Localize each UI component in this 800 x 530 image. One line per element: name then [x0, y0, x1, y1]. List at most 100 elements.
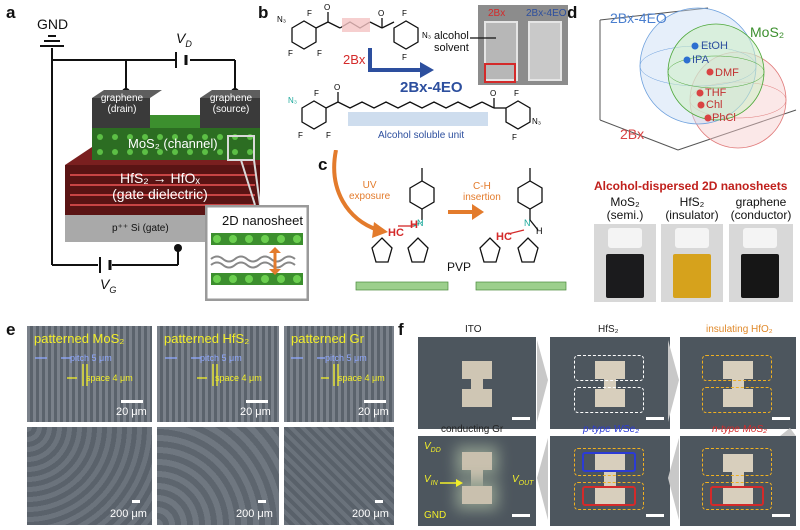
dispersion-vial-hfs2	[661, 224, 723, 302]
large-area-micrograph-gr	[284, 427, 394, 525]
svg-text:F: F	[307, 9, 312, 18]
alcohol-solvent-label: alcohol solvent	[434, 30, 469, 54]
ch-label-line1: C-H	[473, 181, 491, 192]
nanosheet-label: 2D nanosheet	[222, 213, 303, 228]
dispersion-vial-mos2	[594, 224, 656, 302]
micrograph-label: patterned HfS₂	[164, 331, 250, 346]
vial-label-2bx: 2Bx	[488, 8, 506, 19]
dispersion-vial-graphene	[729, 224, 793, 302]
electrode-pattern	[723, 389, 753, 407]
svg-text:O: O	[334, 83, 340, 92]
electrode-pattern	[595, 454, 625, 472]
dashed-region	[702, 387, 772, 413]
solvent-label-thf: THF	[705, 87, 727, 99]
fab-label-ito: ITO	[465, 324, 482, 335]
space-label: space 4 μm	[215, 373, 262, 383]
large-area-micrograph-mos2	[27, 427, 152, 525]
scale-bar	[132, 500, 140, 503]
fab-step-p-type-wse2	[550, 436, 670, 526]
vg-label: VG	[100, 276, 116, 295]
electrode-pattern	[462, 452, 492, 470]
gate-label: p⁺⁺ Si (gate)	[112, 223, 169, 234]
svg-text:F: F	[512, 133, 517, 142]
fab-label-hfs2: HfS₂	[598, 324, 619, 335]
gnd-label-f: GND	[424, 510, 447, 521]
pitch-label: pitch 5 μm	[200, 353, 242, 363]
electrode-pattern	[462, 389, 492, 407]
dashed-region	[574, 448, 644, 476]
sphere-label-2bx-4eo: 2Bx-4EO	[610, 10, 667, 26]
source-label-line2: (source)	[212, 104, 250, 115]
alcohol-solvent-line2: solvent	[434, 42, 469, 54]
scale-bar-label: 200 μm	[110, 508, 147, 520]
vial-name-mos2: MoS₂	[610, 195, 640, 209]
vd-subscript: D	[185, 38, 192, 49]
fab-step-hfs2	[550, 337, 670, 429]
precipitate-highlight	[484, 63, 516, 83]
panel-letter-d: d	[567, 3, 578, 22]
fab-step-conducting-gr	[418, 436, 536, 526]
pitch-label: pitch 5 μm	[325, 353, 367, 363]
svg-text:O: O	[324, 3, 330, 12]
dashed-region	[702, 355, 772, 381]
vout-symbol: V	[512, 474, 519, 485]
ch-insertion-reaction: N N H HC H HC	[332, 150, 567, 291]
vg-symbol: V	[100, 276, 110, 292]
electrode-pattern	[723, 454, 753, 472]
dashed-region	[574, 355, 644, 381]
vin-label: VIN	[424, 474, 438, 487]
vdd-subscript: DD	[430, 447, 441, 454]
vial-label-2bx-4eo: 2Bx-4EO	[526, 8, 567, 19]
scale-bar-label: 200 μm	[236, 508, 273, 520]
svg-text:N₃: N₃	[277, 15, 286, 24]
uv-label-line1: UV	[362, 180, 377, 191]
vial-2bx-4eo	[528, 21, 562, 81]
scale-bar	[375, 500, 383, 503]
panel-letter-c: c	[318, 155, 328, 174]
solvent-label-ipa: IPA	[692, 54, 709, 66]
dashed-region	[574, 387, 644, 413]
mos2-region	[582, 486, 636, 506]
scale-bar	[646, 514, 664, 517]
vd-label: VD	[176, 30, 192, 49]
dashed-region	[702, 448, 772, 476]
vial-cap	[675, 228, 709, 248]
drain-label-line2: (drain)	[107, 104, 137, 115]
panel-letter-f: f	[398, 320, 404, 339]
vout-label: VOUT	[512, 474, 533, 487]
svg-text:F: F	[288, 49, 293, 58]
fab-label-conducting-gr: conducting Gr	[441, 424, 504, 435]
fab-label-p-type-wse2: p-type WSe₂	[583, 424, 640, 435]
vial-cap	[608, 228, 642, 248]
vial-kind-graphene: (conductor)	[730, 208, 792, 222]
solvent-label-phcl: PhCl	[712, 112, 736, 124]
mos2-region	[710, 486, 764, 506]
electrode-pattern	[462, 486, 492, 504]
dashed-region	[574, 482, 644, 510]
micrograph-label: patterned Gr	[291, 331, 364, 346]
scale-bar	[258, 500, 266, 503]
electrode-pattern	[723, 361, 753, 379]
dielectric-label: HfS₂ → HfOₓ (gate dielectric)	[100, 170, 220, 202]
solubility-vials-photo	[478, 5, 568, 85]
vg-subscript: G	[109, 284, 117, 295]
svg-text:N₃: N₃	[288, 96, 297, 105]
scale-bar	[512, 514, 530, 517]
dashed-region	[702, 482, 772, 510]
svg-text:H: H	[536, 226, 543, 236]
vin-symbol: V	[424, 474, 431, 485]
vial-name-graphene: graphene	[735, 195, 787, 209]
pvp-label: PVP	[447, 260, 472, 274]
svg-text:F: F	[298, 131, 303, 140]
micrograph-patterned-mos2	[27, 326, 152, 422]
scale-bar-label: 20 μm	[240, 406, 271, 418]
fab-step-ito	[418, 337, 536, 429]
ch-insertion-label: C-H insertion	[463, 181, 501, 203]
source-label: graphene (source)	[206, 93, 256, 115]
svg-text:O: O	[378, 9, 384, 18]
wse2-region	[582, 452, 636, 472]
electrode-pattern	[595, 486, 625, 504]
large-area-micrograph-hfs2	[157, 427, 279, 525]
scale-bar	[772, 417, 790, 420]
alcohol-solvent-line1: alcohol	[434, 30, 469, 42]
